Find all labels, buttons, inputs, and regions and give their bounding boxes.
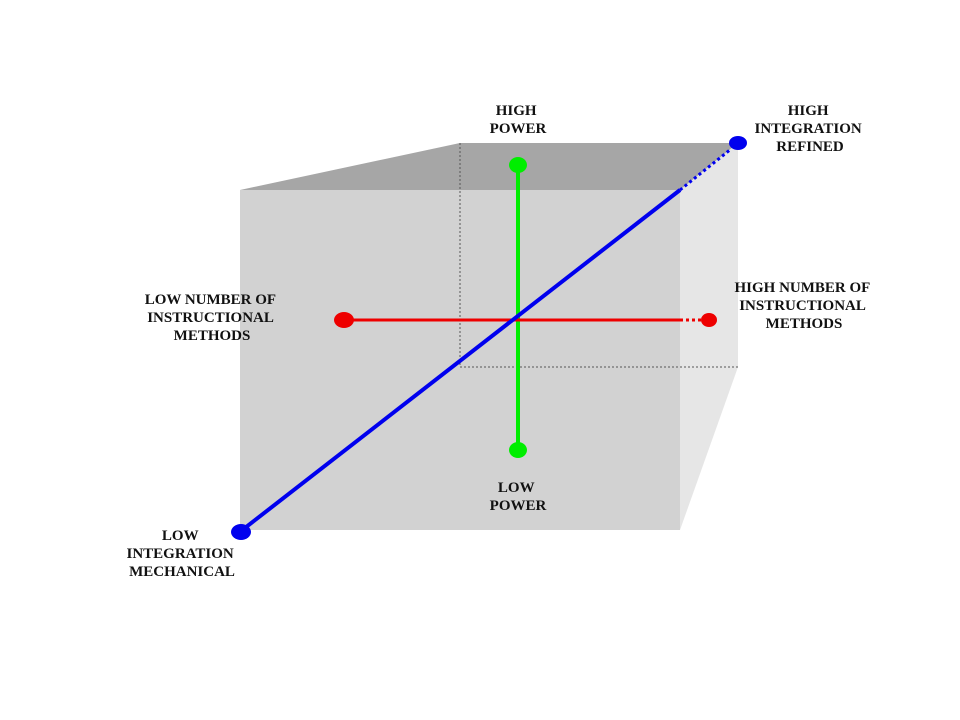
- high-integration-label-line: INTEGRATION: [755, 121, 862, 137]
- high-power-point: [509, 157, 527, 173]
- high-methods-point: [701, 313, 717, 327]
- low-integration-label: LOW INTEGRATION MECHANICAL: [127, 528, 238, 580]
- low-integration-label-line: LOW: [162, 528, 199, 544]
- high-integration-label-line: REFINED: [776, 139, 844, 155]
- high-integration-point: [729, 136, 747, 150]
- integration-axis-dotted-segment: [679, 147, 732, 192]
- low-power-label-line: LOW: [498, 480, 535, 496]
- low-methods-label-line: INSTRUCTIONAL: [147, 310, 274, 326]
- cube-top-face: [240, 143, 738, 190]
- low-power-label-line: POWER: [490, 498, 547, 514]
- low-methods-label-line: METHODS: [174, 328, 251, 344]
- high-methods-label-line: HIGH NUMBER OF: [734, 280, 870, 296]
- high-methods-label: HIGH NUMBER OF INSTRUCTIONAL METHODS: [734, 280, 873, 332]
- high-power-label-line: HIGH: [496, 103, 537, 119]
- low-integration-label-line: MECHANICAL: [129, 564, 235, 580]
- cube-side-face: [680, 143, 738, 530]
- low-power-label: LOW POWER: [490, 480, 547, 514]
- high-power-label: HIGH POWER: [490, 103, 547, 137]
- high-methods-label-line: METHODS: [766, 316, 843, 332]
- low-power-point: [509, 442, 527, 458]
- low-integration-label-line: INTEGRATION: [127, 546, 234, 562]
- low-methods-label: LOW NUMBER OF INSTRUCTIONAL METHODS: [145, 292, 280, 344]
- integration-axis-line: [239, 188, 682, 533]
- high-integration-label: HIGH INTEGRATION REFINED: [755, 103, 866, 155]
- high-methods-label-line: INSTRUCTIONAL: [739, 298, 866, 314]
- low-methods-label-line: LOW NUMBER OF: [145, 292, 276, 308]
- high-power-label-line: POWER: [490, 121, 547, 137]
- low-methods-point: [334, 312, 354, 328]
- high-integration-label-line: HIGH: [788, 103, 829, 119]
- low-integration-point: [231, 524, 251, 540]
